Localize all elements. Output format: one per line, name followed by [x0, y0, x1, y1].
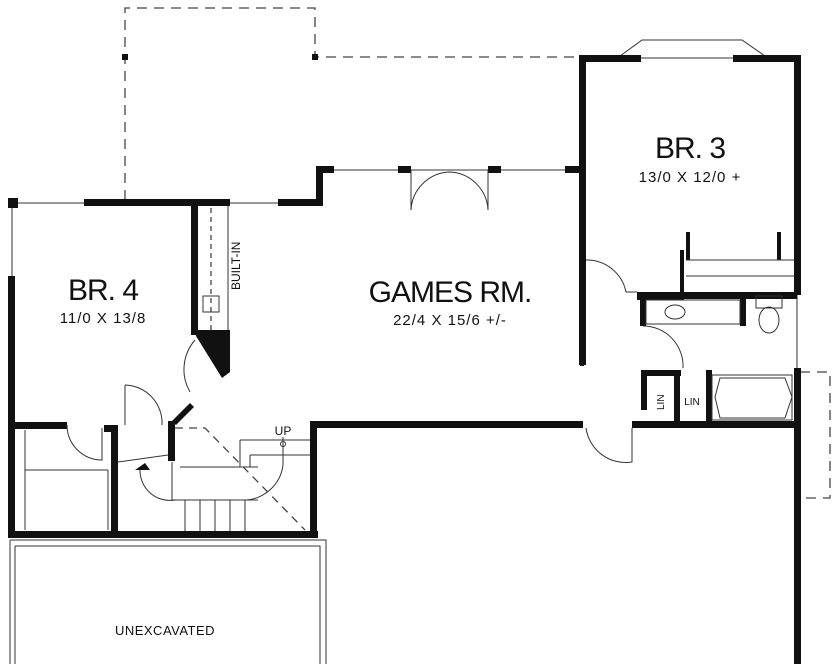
games-room-name: GAMES RM. — [369, 276, 532, 309]
br3-name: BR. 3 — [655, 132, 725, 165]
bay-window — [619, 39, 766, 59]
unexcavated-label: UNEXCAVATED — [115, 623, 215, 638]
linen-closet-label-1: LIN — [656, 394, 667, 410]
built-in-label: BUILT-IN — [229, 242, 243, 290]
games-room-size: 22/4 X 15/6 +/- — [393, 312, 507, 329]
br4-name: BR. 4 — [68, 274, 138, 307]
linen-closet-label-2: LIN — [684, 397, 700, 408]
br3-size: 13/0 X 12/0 + — [639, 169, 742, 186]
stairs-up-label: UP — [275, 424, 292, 438]
br4-size: 11/0 X 13/8 — [60, 310, 147, 327]
walls — [8, 55, 801, 664]
dashed-outline — [122, 7, 831, 499]
